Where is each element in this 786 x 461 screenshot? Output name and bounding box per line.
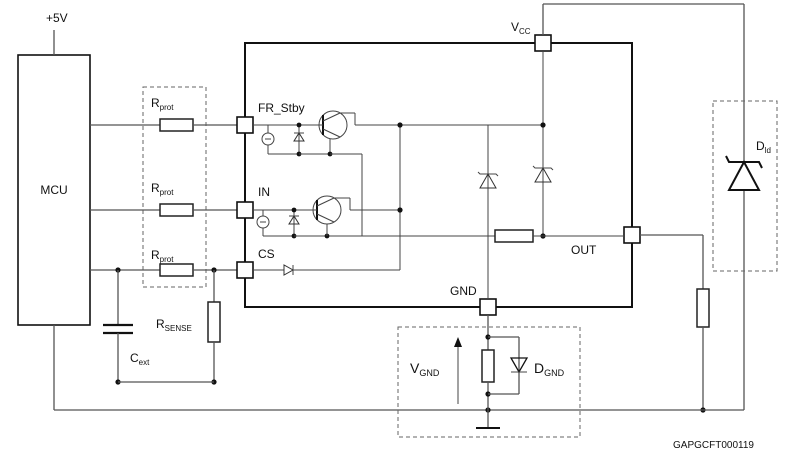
gnd-network: VGND DGND [410,315,565,429]
pin-cs [236,261,254,279]
dld-dashed-box [712,100,778,272]
supply-5v: +5V [46,11,68,55]
vgnd-label: VGND [410,360,440,378]
mcu-block: MCU [17,54,91,326]
dgnd-label: DGND [534,360,565,378]
out-label: OUT [571,243,597,257]
rprot-label-3: Rprot [151,248,174,264]
ground-return [53,325,744,413]
load-resistor [696,288,710,328]
rsense-label: RSENSE [156,317,192,333]
vcc-label: VCC [511,20,531,36]
internal-wiring [253,51,624,299]
gnd-dashed-box [397,326,581,438]
in-line: Rprot [90,181,237,217]
vcc-supply-wire [542,3,745,410]
in-label: IN [258,185,270,199]
fr-stby-label: FR_Stby [258,101,305,115]
cext-label: Cext [130,351,150,367]
gnd-resistor [481,349,495,383]
cs-line: Rprot [90,248,237,277]
dld-label: Dld [756,139,771,155]
figure-id: GAPGCFT000119 [673,440,754,451]
output-load [640,234,710,413]
cext-capacitor: Cext [103,270,150,385]
cs-label: CS [258,247,275,261]
supply-label: +5V [46,11,68,25]
pin-in [236,201,254,219]
pin-fr-stby [236,116,254,134]
rprot-label-2: Rprot [151,181,174,197]
pin-out [623,226,641,244]
rprot-resistor-1 [159,118,194,132]
mcu-label: MCU [40,183,67,197]
rprot-dashed-box [142,86,207,288]
rprot-resistor-2 [159,203,194,217]
gnd-label: GND [450,284,477,298]
pin-gnd [479,298,497,316]
ic-box [244,42,633,308]
fr-stby-line: Rprot [90,96,237,132]
rprot-resistor-3 [159,263,194,277]
dld-diode: Dld [725,139,771,191]
internal-resistor [494,229,534,243]
rprot-label-1: Rprot [151,96,174,112]
pin-vcc [534,34,552,52]
rsense-resistor: RSENSE [156,270,221,385]
